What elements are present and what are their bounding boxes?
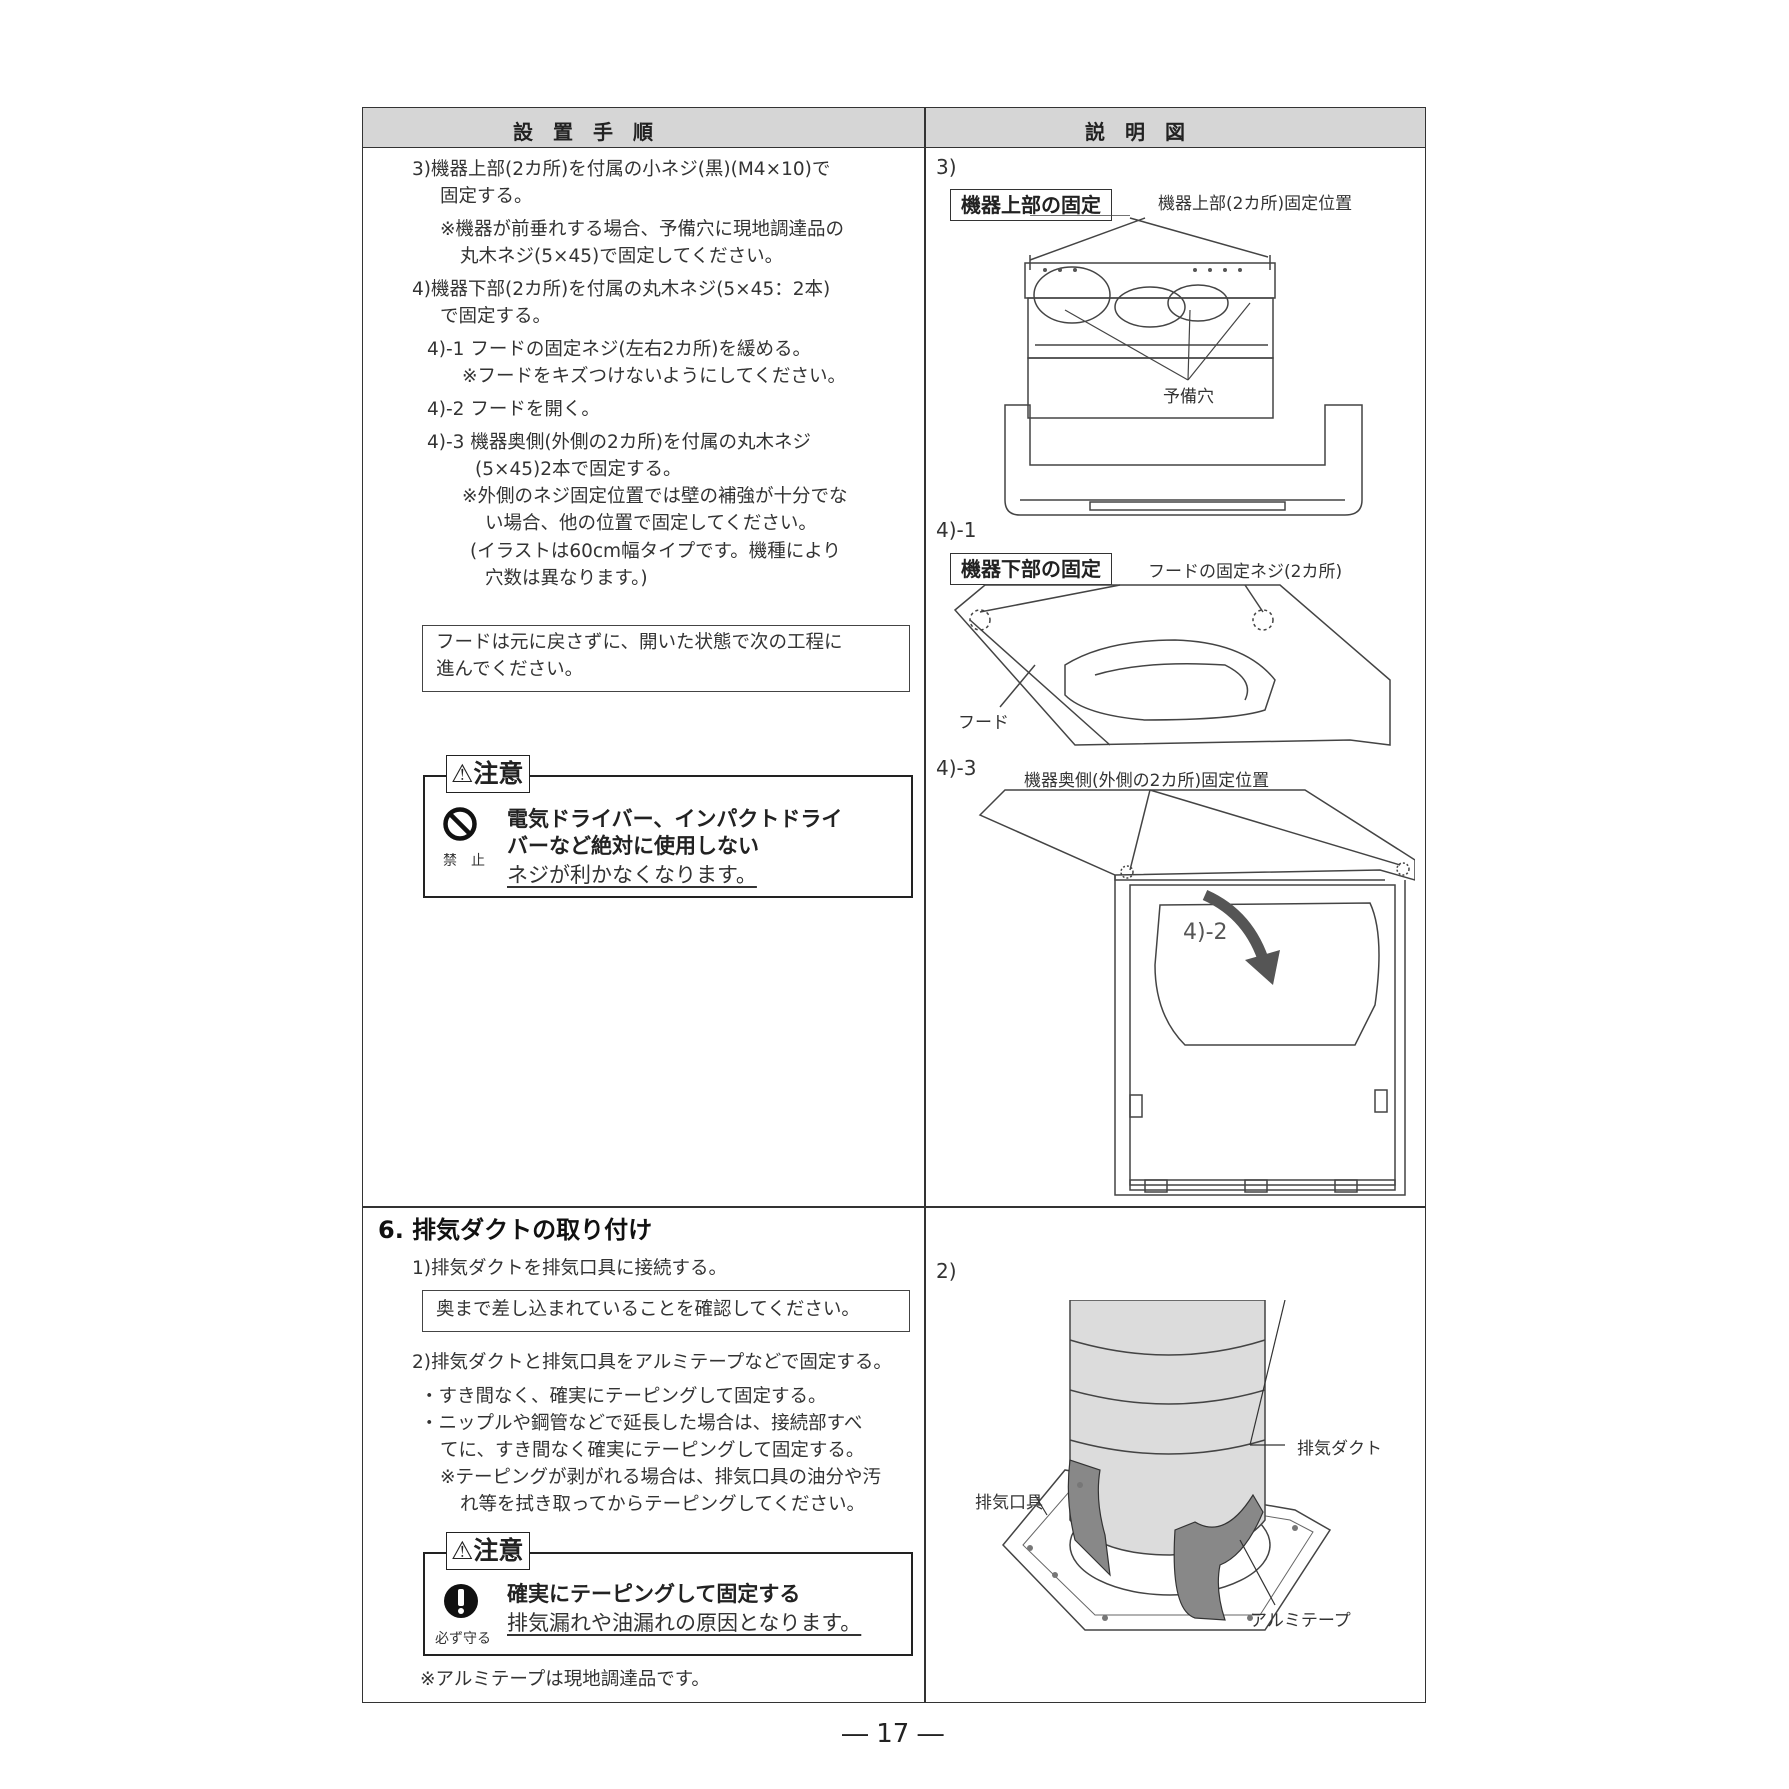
- caution-tag-1: ⚠注意: [446, 755, 531, 793]
- caution-2-line1: 確実にテーピングして固定する: [507, 1582, 801, 1606]
- step-3-line1: 3)機器上部(2カ所)を付属の小ネジ(黒)(M4×10)で: [412, 159, 831, 180]
- hood-note-line1: フードは元に戻さずに、開いた状態で次の工程に: [436, 632, 843, 653]
- section-6-step-1: 1)排気ダクトを排気口具に接続する。: [412, 1258, 727, 1279]
- hood-note-line2: 進んでください。: [436, 659, 584, 680]
- step-4-3-line2: (5×45)2本で固定する。: [475, 459, 682, 480]
- tape-footnote: ※アルミテープは現地調達品です。: [420, 1669, 710, 1690]
- bullet-2-line2: てに、すき間なく確実にテーピングして固定する。: [440, 1440, 865, 1461]
- bullet-3-line2: れ等を拭き取ってからテーピングしてください。: [460, 1494, 865, 1515]
- bottom-fixing-illustration: [953, 584, 1391, 746]
- mandatory-caption: 必ず守る: [435, 1631, 491, 1647]
- figure-step-3: 3): [936, 155, 957, 179]
- hood-note-box: [422, 625, 910, 692]
- step-4-3-note3: (イラストは60cm幅タイプです。機種により: [470, 541, 841, 562]
- duct-illustration: [1001, 1300, 1332, 1631]
- outlet-label: 排気口具: [975, 1493, 1043, 1513]
- left-column-title: 設 置 手 順: [513, 120, 653, 144]
- step-4-2-arrow-label: 4)-2: [1183, 920, 1228, 945]
- top-fixing-position: 機器上部(2カ所)固定位置: [1158, 194, 1353, 214]
- section-6-title: 6. 排気ダクトの取り付け: [378, 1216, 653, 1244]
- step-4-line1: 4)機器下部(2カ所)を付属の丸木ネジ(5×45：2本): [412, 279, 831, 300]
- tape-label: アルミテープ: [1250, 1611, 1351, 1631]
- insertion-note-box: [422, 1290, 910, 1332]
- figure-step-2: 2): [936, 1259, 957, 1283]
- caution-box-1: [423, 775, 913, 898]
- step-4-3-note2: い場合、他の位置で固定してください。: [485, 513, 817, 534]
- prohibited-icon: [443, 807, 477, 841]
- step-4-3-note4: 穴数は異なります。): [485, 568, 648, 589]
- bullet-1: ・すき間なく、確実にテーピングして固定する。: [420, 1386, 827, 1407]
- top-fixing-illustration: [1004, 215, 1363, 516]
- insertion-note: 奥まで差し込まれていることを確認してください。: [436, 1299, 860, 1320]
- figure-step-4-3: 4)-3: [936, 756, 977, 780]
- right-column-title: 説 明 図: [1085, 120, 1185, 144]
- table-frame: [362, 107, 1426, 1703]
- hood-screws-label: フードの固定ネジ(2カ所): [1148, 562, 1343, 582]
- mandatory-icon: [444, 1584, 478, 1618]
- step-4-3-line1: 4)-3 機器奥側(外側の2カ所)を付属の丸木ネジ: [427, 432, 812, 453]
- bullet-3-line1: ※テーピングが剥がれる場合は、排気口具の油分や汚: [440, 1467, 882, 1488]
- figure-step-4-1: 4)-1: [936, 518, 977, 542]
- label-top-fixing: 機器上部の固定: [950, 189, 1112, 221]
- back-fixing-position: 機器奥側(外側の2カ所)固定位置: [1024, 771, 1270, 791]
- note-line1: ※機器が前垂れする場合、予備穴に現地調達品の: [440, 219, 845, 240]
- page-number: ― 17 ―: [842, 1719, 944, 1749]
- step-4-2: 4)-2 フードを開く。: [427, 399, 600, 420]
- caution-box-2: [423, 1552, 913, 1656]
- spare-holes-label: 予備穴: [1163, 387, 1214, 407]
- caution-tag-2: ⚠注意: [446, 1532, 531, 1570]
- step-4-1-note: ※フードをキズつけないようにしてください。: [462, 366, 847, 387]
- step-3-line2: 固定する。: [440, 186, 533, 207]
- section-6-step-2: 2)排気ダクトと排気口具をアルミテープなどで固定する。: [412, 1352, 892, 1373]
- prohibited-caption: 禁 止: [443, 853, 485, 869]
- row-divider: [362, 1206, 1426, 1208]
- caution-1-line2: バーなど絶対に使用しない: [507, 834, 759, 858]
- caution-2-line2: 排気漏れや油漏れの原因となります。: [507, 1611, 862, 1635]
- duct-label: 排気ダクト: [1297, 1439, 1382, 1459]
- hood-label: フード: [958, 713, 1009, 733]
- caution-1-line1: 電気ドライバー、インパクトドライ: [507, 807, 843, 831]
- note-line2: 丸木ネジ(5×45)で固定してください。: [460, 246, 784, 267]
- column-divider: [924, 107, 926, 1703]
- caution-1-line3: ネジが利かなくなります。: [507, 863, 757, 887]
- open-hood-illustration: [978, 789, 1415, 1196]
- step-4-1: 4)-1 フードの固定ネジ(左右2カ所)を緩める。: [427, 339, 812, 360]
- step-4-line2: で固定する。: [440, 306, 552, 327]
- bullet-2-line1: ・ニップルや鋼管などで延長した場合は、接続部すべ: [420, 1413, 863, 1434]
- step-4-3-note1: ※外側のネジ固定位置では壁の補強が十分でな: [462, 486, 848, 507]
